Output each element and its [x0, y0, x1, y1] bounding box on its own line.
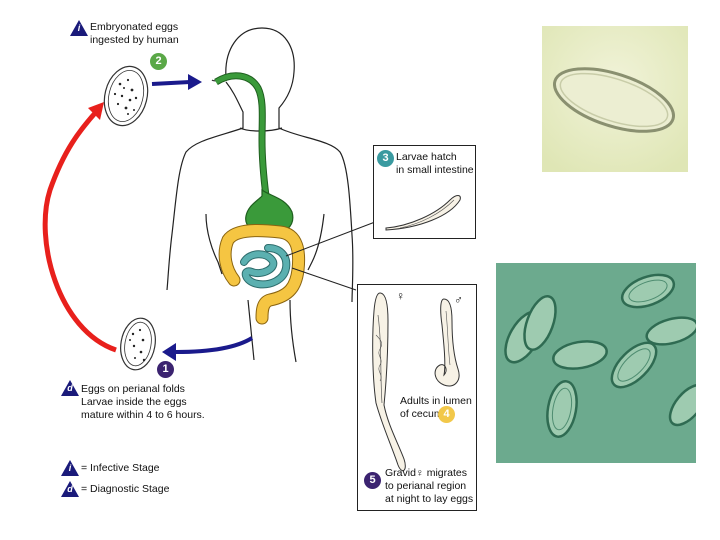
infective-stage-icon: i [70, 20, 88, 36]
female-worm-icon [372, 292, 406, 472]
legend-diagnostic-icon: d [61, 481, 79, 497]
larva-icon [385, 195, 461, 231]
step5-label-line3: at night to lay eggs [385, 493, 474, 505]
arrow-ingestion [151, 80, 191, 86]
diagnostic-note: Eggs on perianal folds Larvae inside the… [81, 383, 205, 422]
step2-label-line1: Embryonated eggs [90, 21, 179, 33]
eggs-micrograph-image [496, 263, 696, 463]
legend-infective-text: = Infective Stage [81, 462, 160, 474]
step3-box: 3 Larvae hatch in small intestine [373, 145, 476, 239]
pointer-line-cecum [291, 267, 357, 291]
step2-label: Embryonated eggs ingested by human [90, 21, 179, 47]
pointer-line-small-intestine [285, 221, 376, 257]
egg-icon [103, 65, 149, 127]
esophagus-fill [214, 73, 269, 197]
diagnostic-note-line3: mature within 4 to 6 hours. [81, 409, 205, 421]
arrow-ingestion-head [188, 74, 202, 90]
step-2-badge: 2 [150, 53, 167, 70]
male-symbol: ♂ [454, 293, 463, 307]
step3-label: Larvae hatch in small intestine [396, 151, 474, 177]
step-1-badge: 1 [157, 361, 174, 378]
step5-label-line2: to perianal region [385, 480, 467, 492]
step2-label-line2: ingested by human [90, 34, 179, 46]
diagnostic-stage-icon: d [61, 380, 79, 396]
step4-label-line2: of cecum [400, 408, 443, 420]
male-worm-icon [434, 298, 460, 387]
arrow-perianal-head [162, 343, 176, 361]
legend-infective-icon: i [61, 460, 79, 476]
egg-icon [120, 317, 156, 371]
legend-diagnostic-text: = Diagnostic Stage [81, 483, 170, 495]
arrow-transmission-cycle [42, 110, 117, 353]
step3-label-line1: Larvae hatch [396, 151, 457, 163]
large-intestine [219, 224, 305, 324]
female-symbol: ♀ [396, 289, 405, 303]
step-5-badge: 5 [364, 472, 381, 489]
egg-micrograph [542, 26, 688, 172]
adult-worms-box: ♀ ♂ Adults in lumen of cecum 4 5 Gravid♀… [357, 284, 477, 511]
step4-label-line1: Adults in lumen [400, 395, 472, 407]
step-4-badge: 4 [438, 406, 455, 423]
arrow-transmission-cycle-head [88, 102, 104, 120]
step3-label-line2: in small intestine [396, 164, 474, 176]
adult-worms-illustration [372, 292, 460, 472]
diagnostic-note-line2: Larvae inside the eggs [81, 396, 187, 408]
egg-micrograph-image [542, 26, 688, 172]
eggs-micrograph [496, 263, 696, 463]
step-3-badge: 3 [377, 150, 394, 167]
step5-label-line1: Gravid♀ migrates [385, 467, 467, 479]
diagnostic-note-line1: Eggs on perianal folds [81, 383, 185, 395]
arrow-perianal [175, 336, 254, 354]
step4-label: Adults in lumen of cecum [400, 395, 472, 421]
step5-label: Gravid♀ migrates to perianal region at n… [385, 467, 473, 506]
small-intestine [240, 244, 291, 289]
